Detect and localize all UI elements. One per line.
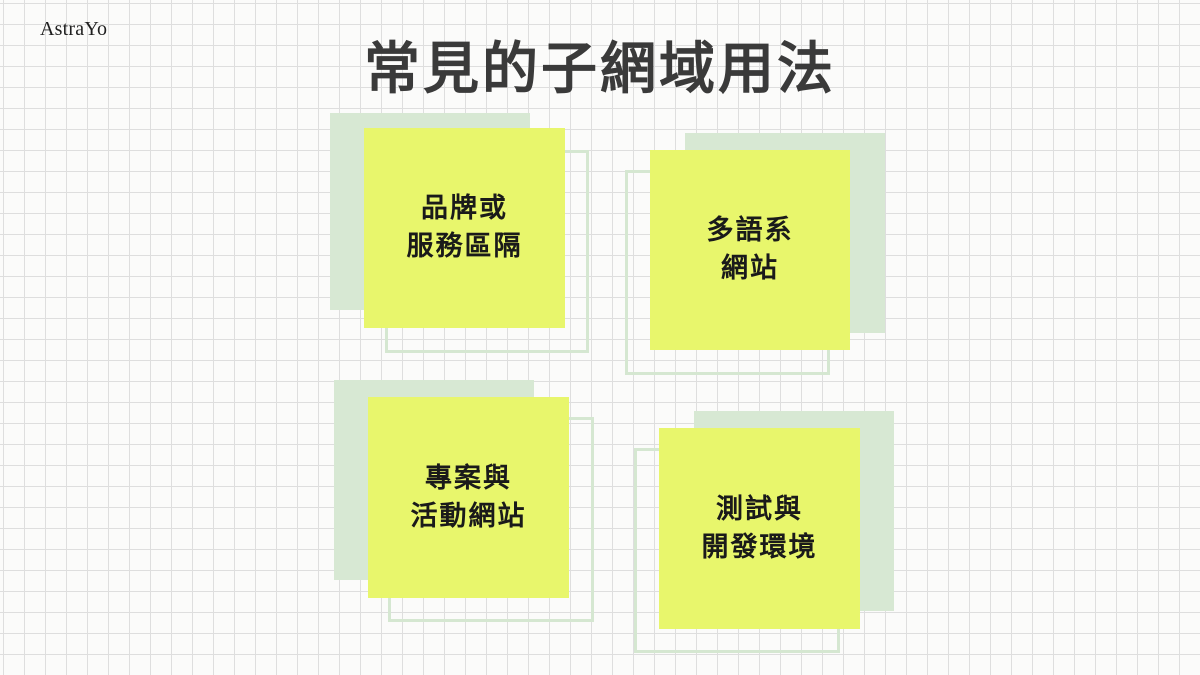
note-line-2: 活動網站 — [410, 500, 527, 532]
note-line-1: 品牌或 — [421, 193, 508, 224]
page-title: 常見的子網域用法 — [364, 36, 836, 102]
note-line-1: 專案與 — [425, 462, 512, 494]
note-line-1: 多語系 — [706, 215, 794, 246]
note-line-1: 測試與 — [716, 493, 803, 525]
note-line-2: 開發環境 — [701, 531, 818, 563]
sticky-note: 多語系 網站 — [650, 150, 850, 350]
sticky-note: 品牌或 服務區隔 — [364, 128, 565, 328]
note-line-2: 服務區隔 — [406, 231, 523, 262]
note-line-2: 網站 — [721, 253, 779, 284]
sticky-note: 專案與 活動網站 — [368, 397, 569, 598]
brand-logo-text: AstraYo — [40, 18, 108, 40]
sticky-note: 測試與 開發環境 — [659, 428, 860, 629]
